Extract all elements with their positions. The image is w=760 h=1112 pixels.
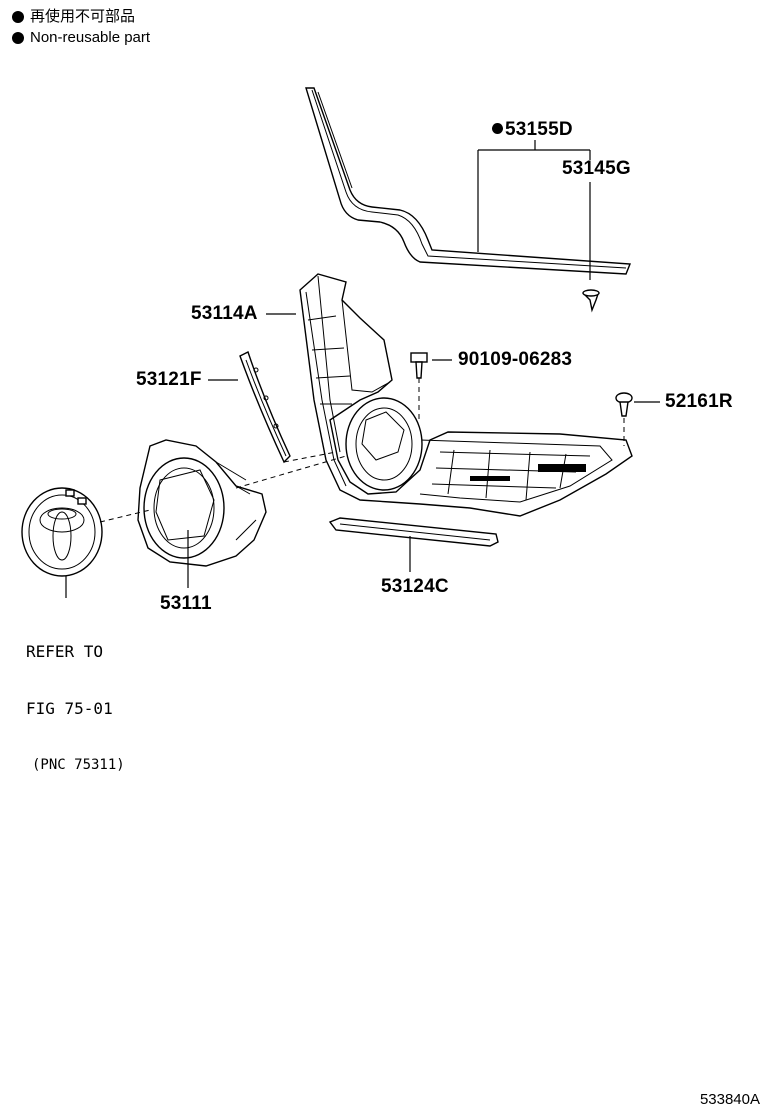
grille-frame-drawing	[299, 273, 633, 517]
emblem-base-drawing	[137, 439, 267, 567]
part-label-52161R[interactable]: 52161R	[665, 391, 733, 412]
clip-52161R-drawing	[615, 392, 633, 417]
upper-molding-drawing	[305, 87, 632, 275]
legend-non-reusable-en: Non-reusable part	[30, 29, 151, 46]
clip-53145G-drawing	[582, 289, 600, 313]
diagram-code: 533840A	[699, 1091, 760, 1108]
part-label-53145G[interactable]: 53145G	[562, 158, 631, 179]
reference-line-1: REFER TO	[26, 642, 104, 661]
toyota-emblem-drawing	[21, 487, 103, 577]
reference-line-3: (PNC 75311)	[32, 757, 125, 773]
legend: 再使用不可部品 Non-reusable part	[12, 6, 150, 48]
legend-non-reusable-jp: 再使用不可部品	[30, 8, 136, 25]
lower-molding-drawing	[328, 517, 499, 547]
legend-row-en: Non-reusable part	[12, 27, 150, 48]
leader-lines	[65, 140, 660, 598]
part-label-53155D[interactable]: 53155D	[492, 119, 573, 141]
part-label-53121F[interactable]: 53121F	[136, 369, 202, 390]
part-label-53111[interactable]: 53111	[160, 593, 212, 614]
part-label-90109-06283[interactable]: 90109-06283	[458, 349, 573, 370]
assembly-lines	[99, 378, 625, 523]
part-label-53114A[interactable]: 53114A	[191, 303, 258, 324]
part-label-53124C[interactable]: 53124C	[381, 576, 449, 597]
bullet-icon	[12, 10, 24, 23]
legend-row-jp: 再使用不可部品	[12, 6, 150, 27]
non-reusable-bullet-icon	[492, 123, 503, 134]
bolt-drawing	[410, 352, 428, 379]
bullet-icon	[12, 31, 24, 44]
side-molding-drawing	[239, 351, 291, 464]
reference-line-2: FIG 75-01	[26, 699, 113, 718]
reference-note[interactable]: REFER TO FIG 75-01 (PNC 75311)	[26, 604, 125, 794]
